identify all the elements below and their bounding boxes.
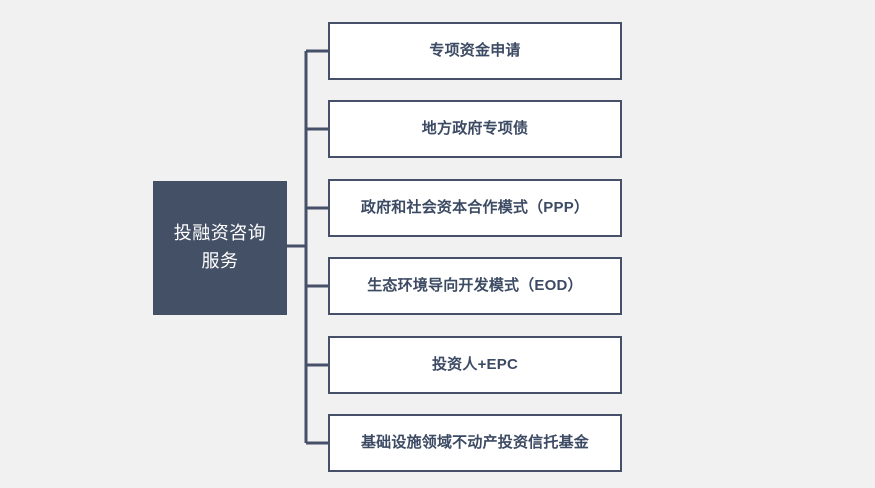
branch-box-6[interactable]: 基础设施领域不动产投资信托基金	[328, 414, 622, 472]
branch-label-5: 投资人+EPC	[431, 356, 518, 374]
branch-label-2: 地方政府专项债	[421, 120, 529, 138]
branch-box-2[interactable]: 地方政府专项债	[328, 100, 622, 158]
branch-box-4[interactable]: 生态环境导向开发模式（EOD）	[328, 257, 622, 315]
root-node-label: 投融资咨询 服务	[173, 223, 267, 271]
branch-label-3: 政府和社会资本合作模式（PPP）	[360, 199, 590, 217]
branch-label-1: 专项资金申请	[429, 42, 521, 60]
branch-label-4: 生态环境导向开发模式（EOD）	[367, 277, 583, 295]
root-node[interactable]: 投融资咨询 服务	[153, 181, 287, 315]
branch-box-1[interactable]: 专项资金申请	[328, 22, 622, 80]
branch-box-3[interactable]: 政府和社会资本合作模式（PPP）	[328, 179, 622, 237]
branch-label-6: 基础设施领域不动产投资信托基金	[360, 434, 589, 452]
branch-box-5[interactable]: 投资人+EPC	[328, 336, 622, 394]
